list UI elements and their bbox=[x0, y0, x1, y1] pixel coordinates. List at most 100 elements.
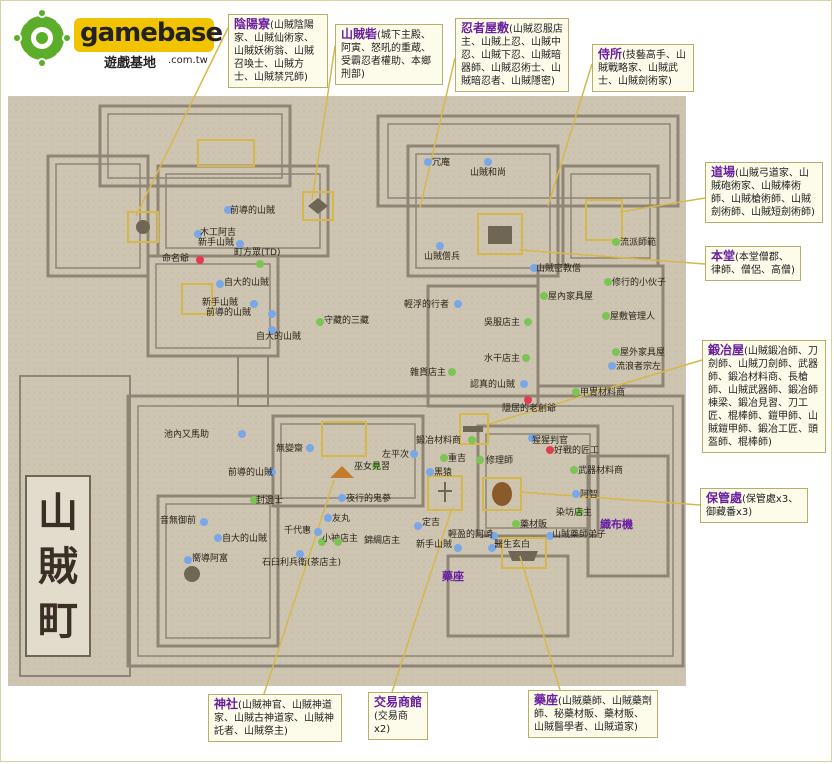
npc-dot[interactable] bbox=[250, 496, 258, 504]
callout-ninja: 忍者屋敷(山賊忍服店主、山賊上忍、山賊中忍、山賊下忍、山賊暗器師、山賊忍術士、山… bbox=[455, 18, 569, 92]
callout-body: (技藝高手、山賊戰略家、山賊武士、山賊劍術家) bbox=[598, 50, 686, 87]
npc-dot[interactable] bbox=[250, 300, 258, 308]
npc-label: 新手山賊 bbox=[416, 540, 453, 550]
callout-title: 山賊砦 bbox=[341, 27, 378, 41]
callout-kaji: 鍛冶屋(山賊鍛冶師、刀劍師、山賊刀劍師、武器師、鍛冶材料商、長槍師、山賊武器師、… bbox=[702, 340, 826, 453]
npc-label: 水干店主 bbox=[484, 354, 521, 364]
npc-dot[interactable] bbox=[214, 534, 222, 542]
callout-koeki: 交易商館(交易商x2) bbox=[368, 692, 428, 740]
npc-dot[interactable] bbox=[224, 206, 232, 214]
npc-dot[interactable] bbox=[528, 434, 536, 442]
npc-dot[interactable] bbox=[612, 348, 620, 356]
npc-label: 錦綢店主 bbox=[364, 536, 401, 546]
npc-dot[interactable] bbox=[520, 380, 528, 388]
npc-label: 屋敷管理人 bbox=[610, 312, 656, 322]
callout-title: 道場 bbox=[711, 165, 736, 179]
npc-dot[interactable] bbox=[530, 264, 538, 272]
npc-dot[interactable] bbox=[468, 436, 476, 444]
npc-dot[interactable] bbox=[200, 518, 208, 526]
npc-dot[interactable] bbox=[316, 318, 324, 326]
npc-dot[interactable] bbox=[488, 544, 496, 552]
npc-dot[interactable] bbox=[546, 532, 554, 540]
npc-dot[interactable] bbox=[572, 388, 580, 396]
npc-label: 無變齋 bbox=[276, 444, 304, 454]
npc-dot[interactable] bbox=[372, 462, 380, 470]
npc-label: 音無御前 bbox=[160, 516, 197, 526]
npc-label: 守藏的三藏 bbox=[324, 316, 370, 326]
npc-dot[interactable] bbox=[334, 538, 342, 546]
npc-dot[interactable] bbox=[414, 522, 422, 530]
npc-dot[interactable] bbox=[410, 450, 418, 458]
callout-jinja: 神社(山賊神官、山賊神道家、山賊古神道家、山賊神託者、山賊祭主) bbox=[208, 694, 342, 742]
npc-dot[interactable] bbox=[476, 456, 484, 464]
npc-label: 池內又馬助 bbox=[164, 430, 210, 440]
npc-dot[interactable] bbox=[540, 292, 548, 300]
callout-hondo: 本堂(本堂僧郡、律師、僧侶、高僧) bbox=[705, 246, 801, 281]
npc-dot[interactable] bbox=[454, 544, 462, 552]
callout-title: 鍛冶屋 bbox=[708, 343, 745, 357]
npc-dot[interactable] bbox=[608, 362, 616, 370]
npc-dot[interactable] bbox=[268, 326, 276, 334]
npc-dot[interactable] bbox=[268, 310, 276, 318]
npc-label: 染坊店主 bbox=[556, 508, 593, 518]
callout-toride: 山賊砦(城下主殿、阿寅、怒吼的重蔵、受霸忍者權助、本鄉刑部) bbox=[335, 24, 443, 85]
npc-dot[interactable] bbox=[426, 468, 434, 476]
npc-dot[interactable] bbox=[436, 242, 444, 250]
npc-dot[interactable] bbox=[440, 454, 448, 462]
npc-label: 木工阿吉 bbox=[200, 228, 237, 238]
label-yakuza: 藥座 bbox=[442, 570, 464, 583]
npc-dot[interactable] bbox=[522, 354, 530, 362]
npc-dot[interactable] bbox=[424, 158, 432, 166]
npc-dot[interactable] bbox=[194, 230, 202, 238]
npc-label: 山賊僧兵 bbox=[424, 252, 461, 262]
npc-dot[interactable] bbox=[448, 368, 456, 376]
npc-label: 夜行的鬼蔘 bbox=[346, 494, 392, 504]
npc-dot[interactable] bbox=[256, 260, 264, 268]
npc-label: 甲冑材料商 bbox=[580, 388, 626, 398]
npc-dot[interactable] bbox=[306, 444, 314, 452]
npc-label: 重吉 bbox=[448, 454, 467, 464]
npc-dot[interactable] bbox=[524, 396, 532, 404]
npc-dot[interactable] bbox=[314, 528, 322, 536]
npc-dot[interactable] bbox=[524, 318, 532, 326]
npc-label: 認真的山賊 bbox=[470, 380, 516, 390]
npc-dot[interactable] bbox=[324, 514, 332, 522]
npc-label: 猩猩判官 bbox=[532, 436, 569, 446]
npc-dot[interactable] bbox=[484, 158, 492, 166]
label-loom: 織布機 bbox=[600, 518, 633, 531]
npc-label: 町方眾(TD) bbox=[234, 248, 281, 258]
npc-dot[interactable] bbox=[236, 240, 244, 248]
callout-title: 交易商館 bbox=[374, 695, 423, 709]
npc-label: 左平次 bbox=[382, 450, 410, 460]
npc-dot[interactable] bbox=[238, 430, 246, 438]
npc-dot[interactable] bbox=[576, 508, 584, 516]
npc-dot[interactable] bbox=[546, 446, 554, 454]
npc-dot[interactable] bbox=[602, 312, 610, 320]
npc-dot[interactable] bbox=[338, 494, 346, 502]
npc-dot[interactable] bbox=[216, 280, 224, 288]
callout-title: 本堂 bbox=[711, 249, 736, 263]
npc-dot[interactable] bbox=[612, 238, 620, 246]
npc-dot[interactable] bbox=[318, 538, 326, 546]
npc-dot[interactable] bbox=[184, 556, 192, 564]
npc-dot[interactable] bbox=[572, 490, 580, 498]
npc-dot[interactable] bbox=[196, 256, 204, 264]
npc-label: 封邊士 bbox=[256, 496, 284, 506]
npc-dot[interactable] bbox=[570, 466, 578, 474]
npc-dot[interactable] bbox=[490, 532, 498, 540]
gamebase-logo[interactable]: gamebase 遊戲基地 .com.tw bbox=[8, 6, 223, 71]
npc-label: 阿智 bbox=[580, 490, 599, 500]
npc-label: 修行的小伙子 bbox=[612, 278, 667, 288]
npc-dot[interactable] bbox=[268, 468, 276, 476]
npc-dot[interactable] bbox=[604, 278, 612, 286]
npc-dot[interactable] bbox=[296, 550, 304, 558]
npc-dot[interactable] bbox=[454, 300, 462, 308]
map-title: 山賊町 bbox=[38, 489, 78, 644]
npc-dot[interactable] bbox=[512, 520, 520, 528]
callout-title: 忍者屋敷 bbox=[461, 21, 510, 35]
npc-label: 前導的山賊 bbox=[228, 468, 274, 478]
npc-label: 定吉 bbox=[422, 518, 441, 528]
npc-label: 自大的山賊 bbox=[222, 534, 268, 544]
npc-label: 新手山賊 bbox=[202, 298, 239, 308]
callout-body: (山賊忍服店主、山賊上忍、山賊中忍、山賊下忍、山賊暗器師、山賊忍術士、山賊暗忍者… bbox=[461, 24, 563, 87]
